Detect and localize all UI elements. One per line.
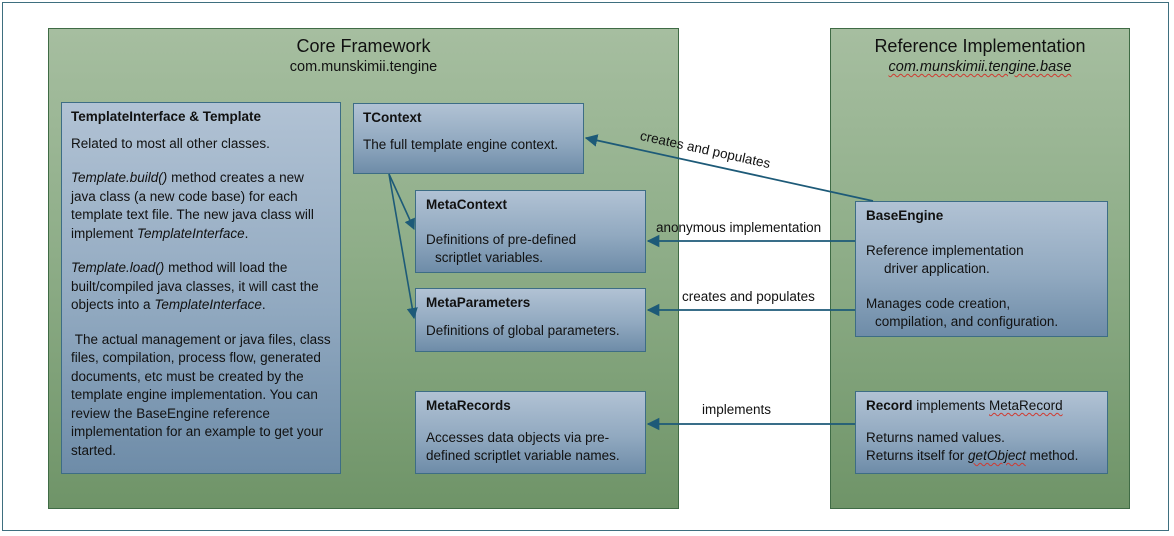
metacontext-line1: Definitions of pre-defined [426, 231, 577, 247]
core-framework-title: Core Framework [296, 36, 431, 56]
template-build-paragraph: Template.build() method creates a new ja… [71, 170, 314, 241]
reference-implementation-package: com.munskimii.tengine.base [888, 59, 1072, 75]
arrow-tcontext-to-metaparameters [388, 173, 418, 320]
template-box-title: TemplateInterface & Template [71, 109, 262, 124]
metaparameters-title: MetaParameters [426, 295, 531, 310]
arrow-tcontext-to-metacontext [388, 173, 415, 231]
baseengine-line2: driver application. [884, 261, 990, 276]
record-title: Record implements MetaRecord [866, 398, 1063, 413]
baseengine-line1: Reference implementation [866, 242, 1024, 258]
record-box: Record implements MetaRecord Returns nam… [855, 391, 1108, 474]
record-line1: Returns named values. [866, 429, 1005, 445]
label-implements: implements [702, 402, 772, 417]
metarecords-line1: Accesses data objects via pre- [426, 429, 610, 445]
label-creates-and-populates-metaparameters: creates and populates [682, 289, 815, 304]
arrow-baseengine-to-tcontext [584, 134, 874, 202]
metarecords-line2: defined scriptlet variable names. [426, 448, 620, 463]
metacontext-line2: scriptlet variables. [435, 250, 544, 265]
tcontext-box: TContext The full template engine contex… [353, 103, 584, 174]
core-framework-package: com.munskimii.tengine [289, 59, 438, 75]
metacontext-box: MetaContext Definitions of pre-defined s… [415, 190, 646, 273]
tcontext-text: The full template engine context. [363, 136, 559, 152]
reference-implementation-title: Reference Implementation [874, 36, 1086, 56]
metarecords-title: MetaRecords [426, 398, 511, 413]
template-load-paragraph: Template.load() method will load the bui… [71, 260, 319, 312]
template-box: TemplateInterface & Template Related to … [61, 102, 341, 474]
baseengine-line4: compilation, and configuration. [875, 314, 1059, 329]
baseengine-title: BaseEngine [866, 208, 944, 223]
template-box-line1: Related to most all other classes. [71, 135, 270, 151]
template-paragraph3: The actual management or java files, cla… [71, 331, 335, 458]
label-anonymous-implementation: anonymous implementation [656, 220, 822, 235]
baseengine-box: BaseEngine Reference implementation driv… [855, 201, 1108, 337]
metaparameters-box: MetaParameters Definitions of global par… [415, 288, 646, 352]
metacontext-title: MetaContext [426, 197, 508, 212]
tcontext-title: TContext [363, 110, 422, 125]
record-line2: Returns itself for getObject method. [866, 448, 1079, 463]
metaparameters-text: Definitions of global parameters. [426, 322, 620, 338]
baseengine-line3: Manages code creation, [866, 295, 1011, 311]
metarecords-box: MetaRecords Accesses data objects via pr… [415, 391, 646, 474]
